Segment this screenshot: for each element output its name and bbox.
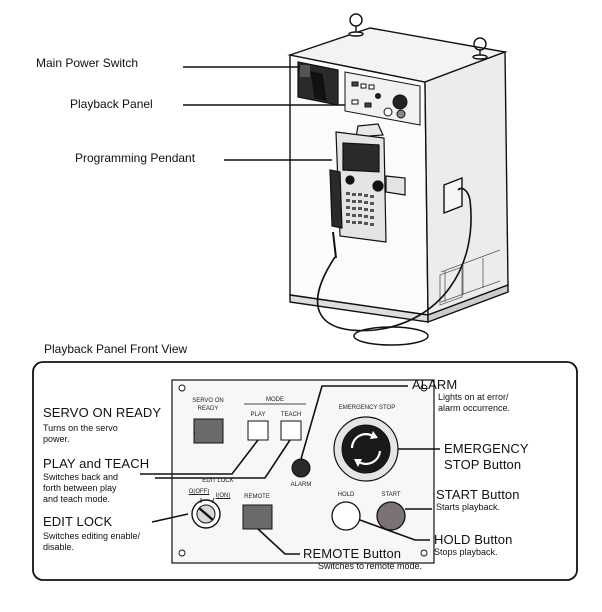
panel-label-play: PLAY <box>250 412 266 418</box>
panel-label-servo-on-1: SERVO ON <box>192 398 224 404</box>
play-button <box>247 420 269 441</box>
play-teach-title: PLAY and TEACH <box>43 456 150 471</box>
pendant-cable <box>316 187 472 332</box>
remote-button <box>242 504 273 530</box>
front-view-frame <box>32 361 578 581</box>
play-teach-desc-2: forth between play <box>43 483 117 493</box>
servo-on-ready-desc-2: power. <box>43 434 70 444</box>
start-desc-1: Starts playback. <box>436 502 501 512</box>
teach-button <box>280 420 302 441</box>
edit-lock-key <box>191 497 221 529</box>
servo-on-button <box>193 418 224 444</box>
emergency-stop-title-1: EMERGENCY <box>444 441 529 456</box>
panel-label-alarm: ALARM <box>290 482 312 488</box>
panel-label-edit-lock: EDIT LOCK <box>202 478 234 484</box>
panel-label-teach: TEACH <box>280 412 302 418</box>
hold-desc-1: Stops playback. <box>434 547 498 557</box>
panel-screws <box>178 384 428 557</box>
hold-button <box>331 501 361 531</box>
emergency-stop-button <box>333 416 399 482</box>
cable-loop <box>353 326 429 346</box>
alarm-desc-1: Lights on at error/ <box>438 392 509 402</box>
start-button <box>376 501 406 531</box>
alarm-lamp <box>291 458 311 478</box>
panel-label-hold: HOLD <box>337 492 355 498</box>
panel-label-start: START <box>381 492 401 498</box>
top-leader-lines <box>183 66 345 161</box>
emergency-stop-title-2: STOP Button <box>444 457 522 472</box>
main-power-switch-label: Main Power Switch <box>36 56 139 70</box>
alarm-title: ALARM <box>412 377 458 392</box>
edit-lock-desc-2: disable. <box>43 542 75 552</box>
start-title: START Button <box>436 487 520 502</box>
servo-on-ready-desc-1: Turns on the servo <box>43 423 118 433</box>
cabinet-side <box>424 50 509 317</box>
alarm-desc-2: alarm occurrence. <box>438 403 511 413</box>
remote-desc-1: Switches to remote mode. <box>318 561 423 571</box>
remote-title: REMOTE Button <box>303 546 402 561</box>
panel-label-emergency-stop: EMERGENCY STOP <box>338 405 396 411</box>
play-teach-desc-3: and teach mode. <box>43 494 111 504</box>
hold-title: HOLD Button <box>434 532 513 547</box>
panel-label-mode: MODE <box>266 397 284 403</box>
panel-label-remote: REMOTE <box>244 494 270 500</box>
main-power-switch-unit <box>297 61 339 106</box>
eye-bolts <box>348 13 488 60</box>
servo-on-ready-title: SERVO ON READY <box>43 405 162 420</box>
front-leader-lines <box>140 385 440 555</box>
playback-panel-label: Playback Panel <box>70 97 153 111</box>
front-view-title: Playback Panel Front View <box>44 342 188 356</box>
panel-label-on: I(ON) <box>215 493 231 499</box>
play-teach-desc-1: Switches back and <box>43 472 119 482</box>
panel-label-servo-on-2: READY <box>197 406 219 412</box>
programming-pendant-unit <box>329 123 406 259</box>
programming-pendant-label: Programming Pendant <box>75 151 196 165</box>
edit-lock-title: EDIT LOCK <box>43 514 113 529</box>
playback-panel-unit <box>344 71 421 126</box>
panel-label-off: O(OFF) <box>188 489 210 495</box>
edit-lock-desc-1: Switches editing enable/ <box>43 531 141 541</box>
